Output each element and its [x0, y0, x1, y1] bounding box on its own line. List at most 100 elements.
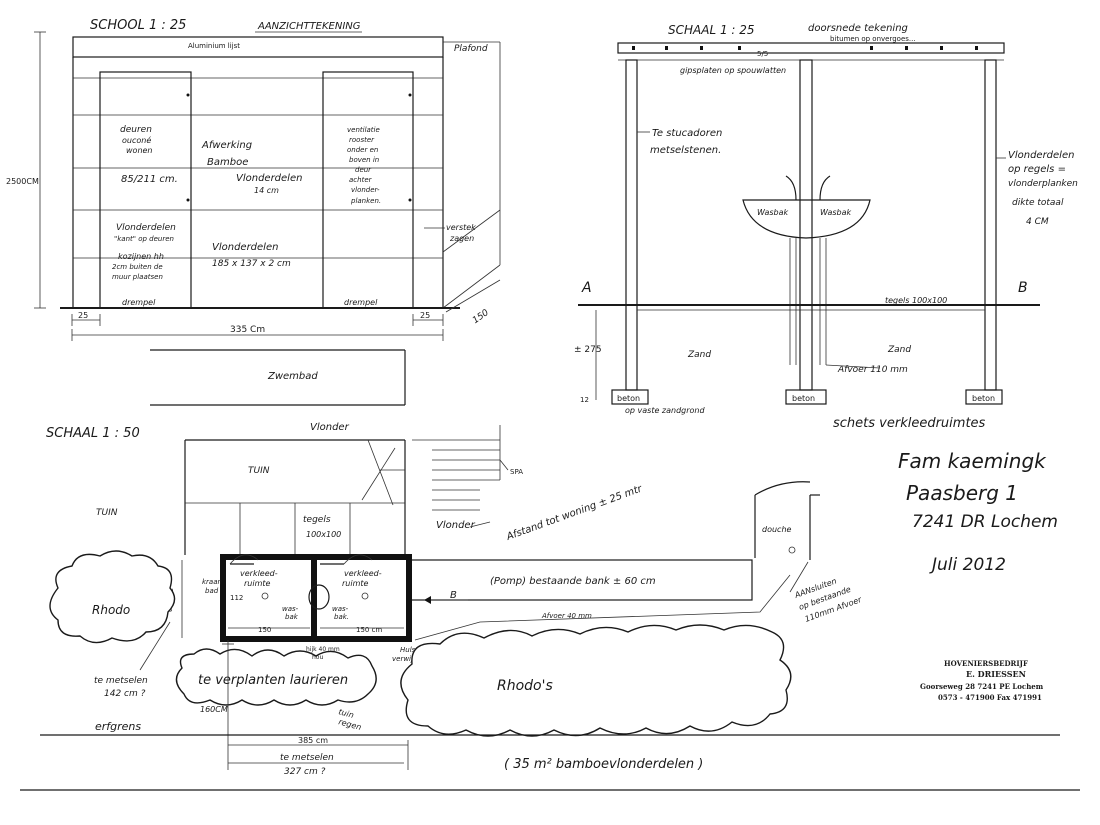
door-left-line-3: wonen	[126, 146, 153, 155]
stamp-address: Goorseweg 28 7241 PE Lochem	[920, 682, 1044, 691]
client-date: Juli 2012	[929, 555, 1006, 575]
floor-note-4: dikte totaal	[1012, 198, 1064, 208]
section-sink-pair	[742, 199, 871, 239]
plan-area-note: ( 35 m² bamboevlonderdelen )	[504, 757, 703, 772]
plan-tiles-label-2: 100x100	[306, 530, 341, 539]
finish-line-3: Vlonderdelen	[236, 173, 302, 184]
section-mark-b: B	[1018, 280, 1028, 296]
elevation-left-door	[99, 71, 192, 309]
plan-spa-label: SPA	[510, 468, 523, 476]
section-view-title: doorsnede tekening	[808, 23, 908, 34]
pool-label: Zwembad	[267, 371, 318, 382]
elevation-top-trim-label: Aluminium lijst	[188, 42, 240, 50]
floorboards-left-line-4: 2cm buiten de	[112, 263, 163, 271]
stamp-company: HOVENIERSBEDRIJF	[944, 659, 1028, 668]
floorboards-left-line-1: Vlonderdelen	[116, 223, 176, 233]
plan-dim-150-right: 150 cm	[356, 626, 382, 634]
tuin-regen-2: regen	[337, 717, 362, 732]
center-floorboards-line-1: Vlonderdelen	[212, 242, 278, 253]
finish-line-4: 14 cm	[254, 186, 279, 195]
elevation-height-label: 2500CM	[6, 177, 39, 186]
section-ceiling-label: gipsplaten op spouwlatten	[680, 66, 786, 75]
elevation-dim-left: 25	[78, 311, 88, 320]
section-sink-left-label: Wasbak	[757, 208, 789, 217]
door-left-line-2: ouconé	[122, 135, 151, 145]
masonry-bottom-2: 327 cm ?	[284, 767, 326, 777]
laurels-row	[175, 648, 377, 706]
finish-line-1: Afwerking	[201, 140, 252, 151]
floorboards-left-line-3: kozijnen hh	[118, 252, 164, 261]
elevation-scale-title: SCHOOL 1 : 25	[90, 18, 186, 33]
door-right-line-8: planken.	[350, 197, 381, 205]
threshold-right-label: drempel	[344, 298, 378, 307]
elevation-view-title: AANZICHTTEKENING	[257, 21, 361, 32]
door-right-line-2: rooster	[349, 136, 375, 144]
floor-note-5: 4 CM	[1026, 217, 1049, 227]
floor-note-1: Vlonderdelen	[1008, 150, 1074, 161]
plan-deck-right: Vlonder	[436, 520, 476, 531]
saw-label-2: zagen	[449, 234, 474, 243]
plan-dim-160: 160CM	[200, 705, 228, 714]
plan-kraan-1: kraan	[202, 578, 222, 586]
plaster-note-2: metselstenen.	[650, 145, 721, 156]
masonry-note-1: te metselen	[94, 676, 148, 686]
door-right-line-4: boven in	[349, 156, 379, 164]
stamp-phone: 0573 - 471900 Fax 471991	[938, 693, 1042, 702]
finish-line-2: Bamboe	[207, 157, 248, 168]
plan-laurels: te verplanten laurieren	[198, 673, 348, 688]
plan-deck-top: Vlonder	[310, 422, 350, 433]
client-city: 7241 DR Lochem	[912, 512, 1058, 532]
plan-rhodo-left: Rhodo	[92, 603, 130, 617]
rhodo-left-shrub	[49, 550, 176, 644]
rhodos-hedge	[400, 624, 792, 737]
plan-bench-label: (Pomp) bestaande bank ± 60 cm	[490, 576, 656, 587]
elevation-dim-right: 25	[420, 311, 430, 320]
floor-note-2: op regels =	[1008, 164, 1066, 175]
cross-section-drawing: SCHAAL 1 : 25 doorsnede tekening bitumen…	[574, 23, 1078, 431]
elevation-dim-depth: 150	[471, 308, 491, 326]
hose-label-1: hijk 40 mm	[306, 646, 340, 653]
sketch-title: schets verkleedruimtes	[833, 416, 986, 431]
section-sand-left: Zand	[687, 350, 711, 360]
section-tiles-label: tegels 100x100	[885, 296, 947, 305]
stamp-name: E. DRIESSEN	[966, 669, 1026, 679]
client-street: Paasberg 1	[906, 481, 1018, 505]
door-right-line-7: vlonder-	[351, 186, 380, 194]
door-right-line-1: ventilatie	[347, 126, 380, 134]
plaster-note-1: Te stucadoren	[652, 128, 722, 139]
section-depth-small: 12	[580, 396, 589, 404]
masonry-bottom-1: te metselen	[280, 753, 334, 763]
plan-sink-left-2: bak	[285, 613, 299, 621]
section-scale-title: SCHAAL 1 : 25	[668, 23, 755, 37]
section-concrete-1: beton	[617, 394, 640, 403]
door-left-line-4: 85/211 cm.	[121, 174, 178, 185]
room-left-line-1: verkleed-	[240, 569, 278, 578]
section-depth-label: ± 275	[574, 345, 602, 355]
front-elevation-drawing: SCHOOL 1 : 25 AANZICHTTEKENING Aluminium…	[6, 18, 501, 341]
hulst-label-1: Hulst	[400, 646, 418, 654]
room-right-line-1: verkleed-	[344, 569, 382, 578]
hose-label-2: hou	[312, 654, 323, 661]
client-name: Fam kaemingk	[898, 449, 1047, 473]
room-left-line-2: ruimte	[244, 579, 271, 588]
plan-scale-title: SCHAAL 1 : 50	[46, 426, 140, 441]
saw-label-1: verstek	[446, 223, 476, 232]
section-mark-a: A	[581, 280, 592, 296]
section-sand-right: Zand	[887, 345, 911, 355]
plan-dim-385: 385 cm	[298, 736, 328, 745]
plan-garden-top: TUIN	[248, 466, 270, 476]
plan-garden-left: TUIN	[96, 508, 118, 518]
section-concrete-3: beton	[972, 394, 995, 403]
floorboards-left-line-5: muur plaatsen	[112, 273, 163, 281]
plan-drain-note: Afvoer 40 mm	[541, 612, 592, 620]
section-sink-right-label: Wasbak	[820, 208, 852, 217]
masonry-note-2: 142 cm ?	[104, 689, 146, 699]
floor-note-3: vlonderplanken	[1008, 179, 1078, 189]
section-roof-note: bitumen op onvergoes...	[830, 35, 916, 43]
plan-shower-label: douche	[762, 525, 792, 534]
section-concrete-2: beton	[792, 394, 815, 403]
plan-rhodos: Rhodo's	[497, 678, 553, 694]
plan-sink-right-2: bak.	[334, 613, 349, 621]
threshold-left-label: drempel	[122, 298, 156, 307]
company-stamp: HOVENIERSBEDRIJF E. DRIESSEN Goorseweg 2…	[920, 659, 1044, 702]
